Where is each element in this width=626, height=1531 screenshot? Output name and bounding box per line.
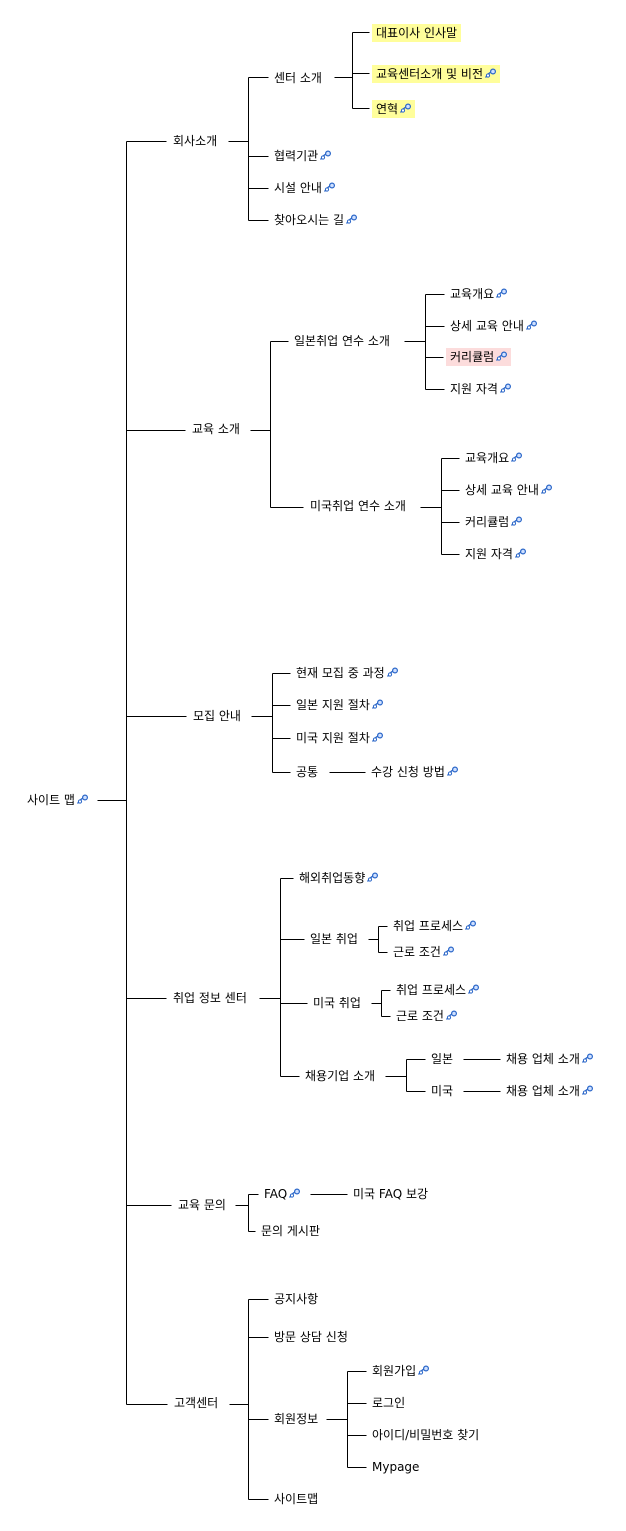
link-swirl-icon <box>495 287 508 298</box>
node-hiring-jp-list[interactable]: 채용 업체 소개 <box>506 1051 593 1067</box>
link-swirl-icon <box>76 793 88 804</box>
link-swirl-icon <box>399 102 412 113</box>
node-login[interactable]: 로그인 <box>372 1396 406 1410</box>
node-center-intro[interactable]: 센터 소개 <box>274 71 322 85</box>
node-us-faq[interactable]: 미국 FAQ 보강 <box>353 1187 429 1201</box>
node-history[interactable]: 연혁 <box>372 100 416 118</box>
link-swirl-icon <box>371 698 383 709</box>
node-us-job-process[interactable]: 취업 프로세스 <box>396 982 480 998</box>
link-swirl-icon <box>525 319 537 330</box>
node-jp-details[interactable]: 상세 교육 안내 <box>450 318 537 334</box>
link-swirl-icon <box>366 871 379 882</box>
link-swirl-icon <box>499 382 511 393</box>
section-customer-center[interactable]: 고객센터 <box>174 1396 219 1410</box>
node-japan-program[interactable]: 일본취업 연수 소개 <box>294 334 390 348</box>
node-ceo-greeting[interactable]: 대표이사 인사말 <box>372 24 462 42</box>
node-partners[interactable]: 협력기관 <box>274 148 332 164</box>
section-education[interactable]: 교육 소개 <box>192 422 240 436</box>
node-us-work-conditions[interactable]: 근로 조건 <box>396 1008 457 1024</box>
node-jp-eligibility[interactable]: 지원 자격 <box>450 381 511 397</box>
link-swirl-icon <box>581 1084 593 1095</box>
root-node[interactable]: 사이트 맵 <box>27 792 88 808</box>
node-jp-curriculum[interactable]: 커리큘럼 <box>446 348 512 366</box>
node-mypage[interactable]: Mypage <box>372 1460 420 1474</box>
node-current-courses[interactable]: 현재 모집 중 과정 <box>296 665 398 681</box>
link-swirl-icon <box>540 483 552 494</box>
link-swirl-icon <box>345 213 358 224</box>
section-recruitment[interactable]: 모집 안내 <box>193 709 241 723</box>
link-swirl-icon <box>319 149 332 160</box>
node-member-info[interactable]: 회원정보 <box>274 1412 319 1426</box>
node-qna-board[interactable]: 문의 게시판 <box>261 1224 321 1238</box>
section-inquiry[interactable]: 교육 문의 <box>178 1198 226 1212</box>
section-company[interactable]: 회사소개 <box>173 134 218 148</box>
node-hiring-companies[interactable]: 채용기업 소개 <box>305 1069 376 1083</box>
node-sitemap[interactable]: 사이트맵 <box>274 1492 319 1506</box>
link-swirl-icon <box>510 451 523 462</box>
node-find-account[interactable]: 아이디/비밀번호 찾기 <box>372 1428 480 1442</box>
node-hiring-us[interactable]: 미국 <box>431 1084 454 1098</box>
link-swirl-icon <box>288 1187 301 1198</box>
link-swirl-icon <box>484 67 497 78</box>
node-jp-overview[interactable]: 교육개요 <box>450 286 508 302</box>
node-hiring-jp[interactable]: 일본 <box>431 1052 454 1066</box>
node-facilities[interactable]: 시설 안내 <box>274 180 335 196</box>
node-jp-apply[interactable]: 일본 지원 절차 <box>296 697 383 713</box>
node-faq[interactable]: FAQ <box>264 1186 301 1202</box>
node-us-jobs[interactable]: 미국 취업 <box>313 996 361 1010</box>
link-swirl-icon <box>581 1052 593 1063</box>
node-us-overview[interactable]: 교육개요 <box>465 450 523 466</box>
node-directions[interactable]: 찾아오시는 길 <box>274 212 358 228</box>
link-swirl-icon <box>442 945 454 956</box>
link-swirl-icon <box>464 919 477 930</box>
node-us-eligibility[interactable]: 지원 자격 <box>465 546 526 562</box>
node-enroll-method[interactable]: 수강 신청 방법 <box>371 764 458 780</box>
link-swirl-icon <box>445 1009 457 1020</box>
node-visit-consult[interactable]: 방문 상담 신청 <box>274 1330 348 1344</box>
node-signup[interactable]: 회원가입 <box>372 1363 430 1379</box>
link-swirl-icon <box>495 350 508 361</box>
link-swirl-icon <box>386 666 398 677</box>
node-jp-jobs[interactable]: 일본 취업 <box>310 932 358 946</box>
node-center-vision[interactable]: 교육센터소개 및 비전 <box>372 65 500 83</box>
node-notice[interactable]: 공지사항 <box>274 1292 319 1306</box>
node-us-curriculum[interactable]: 커리큘럼 <box>465 514 523 530</box>
link-swirl-icon <box>371 731 383 742</box>
node-hiring-us-list[interactable]: 채용 업체 소개 <box>506 1083 593 1099</box>
link-swirl-icon <box>467 983 480 994</box>
node-jp-job-process[interactable]: 취업 프로세스 <box>393 918 477 934</box>
section-job-center[interactable]: 취업 정보 센터 <box>173 991 247 1005</box>
link-swirl-icon <box>417 1364 430 1375</box>
node-jp-work-conditions[interactable]: 근로 조건 <box>393 944 454 960</box>
link-swirl-icon <box>446 765 458 776</box>
node-us-details[interactable]: 상세 교육 안내 <box>465 482 552 498</box>
node-overseas-trends[interactable]: 해외취업동향 <box>299 870 379 886</box>
link-swirl-icon <box>323 181 335 192</box>
link-swirl-icon <box>510 515 523 526</box>
node-common[interactable]: 공통 <box>296 765 319 779</box>
node-us-apply[interactable]: 미국 지원 절차 <box>296 730 383 746</box>
link-swirl-icon <box>514 547 526 558</box>
node-us-program[interactable]: 미국취업 연수 소개 <box>310 499 406 513</box>
